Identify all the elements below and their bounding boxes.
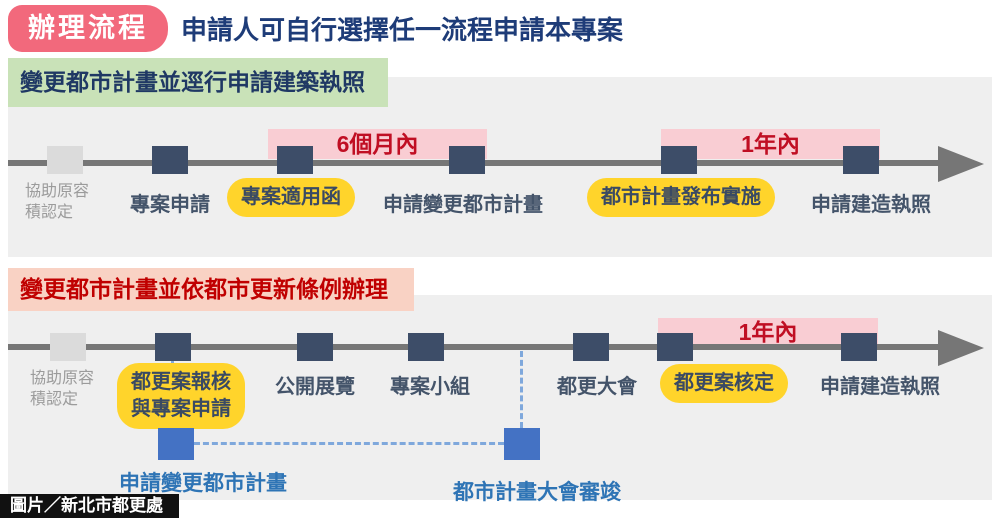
flow2-node-3 (408, 333, 444, 361)
flow2-heading: 變更都市計畫並依都市更新條例辦理 (8, 268, 414, 311)
flow1-step-highlight-4: 都市計畫發布實施 (587, 178, 775, 217)
flow2-step-label-4: 都更大會 (557, 376, 637, 398)
flow1-step-label-5: 申請建造執照 (811, 194, 931, 216)
flow1-step-label-3: 申請變更都市計畫 (383, 194, 543, 216)
flow2-timeline-arrowhead-icon (938, 330, 984, 366)
flow2-step-label-6: 申請建造執照 (820, 376, 940, 398)
flow2-dashed-connector-vertical-2 (520, 351, 523, 428)
flow2-sub-node-2 (504, 428, 540, 460)
flow1-node-1 (152, 146, 188, 174)
flow1-node-5 (843, 146, 879, 174)
flow2-node-4 (573, 333, 609, 361)
flow1-step-label-pre: 協助原容 積認定 (25, 183, 90, 221)
flow1-heading: 變更都市計畫並逕行申請建築執照 (8, 58, 388, 107)
flow2-sub-step-label-1: 申請變更都市計畫 (119, 472, 287, 495)
flow2-node-2 (297, 333, 333, 361)
flow2-step-label-pre: 協助原容 積認定 (30, 370, 95, 408)
flow2-node-5 (657, 333, 693, 361)
flow2-step-highlight-1: 都更案報核 與專案申請 (117, 363, 245, 429)
process-title-badge: 辦理流程 (8, 5, 168, 52)
image-credit-badge: 圖片／新北市都更處 (0, 494, 179, 518)
flow1-node-pre (47, 146, 83, 174)
flow1-step-highlight-2: 專案適用函 (227, 178, 355, 217)
flow2-node-6 (841, 333, 877, 361)
flow2-node-pre (50, 333, 86, 361)
flow1-node-3 (449, 146, 485, 174)
flow1-step-label-1: 專案申請 (130, 194, 210, 216)
flow1-timeline-arrowhead-icon (938, 146, 984, 182)
flow2-step-highlight-5: 都更案核定 (660, 364, 788, 403)
flow2-step-label-2: 公開展覽 (275, 376, 355, 398)
flow1-node-4 (661, 146, 697, 174)
flow2-sub-step-label-2: 都市計畫大會審竣 (453, 481, 621, 504)
flow2-step-label-3: 專案小組 (390, 376, 470, 398)
flow2-dashed-connector-horizontal (194, 442, 504, 445)
flow2-timeline (8, 344, 940, 350)
page-title: 申請人可自行選擇任一流程申請本專案 (181, 15, 624, 45)
flow1-node-2 (277, 146, 313, 174)
flow2-node-1 (155, 333, 191, 361)
flow2-sub-node-1 (158, 428, 194, 460)
